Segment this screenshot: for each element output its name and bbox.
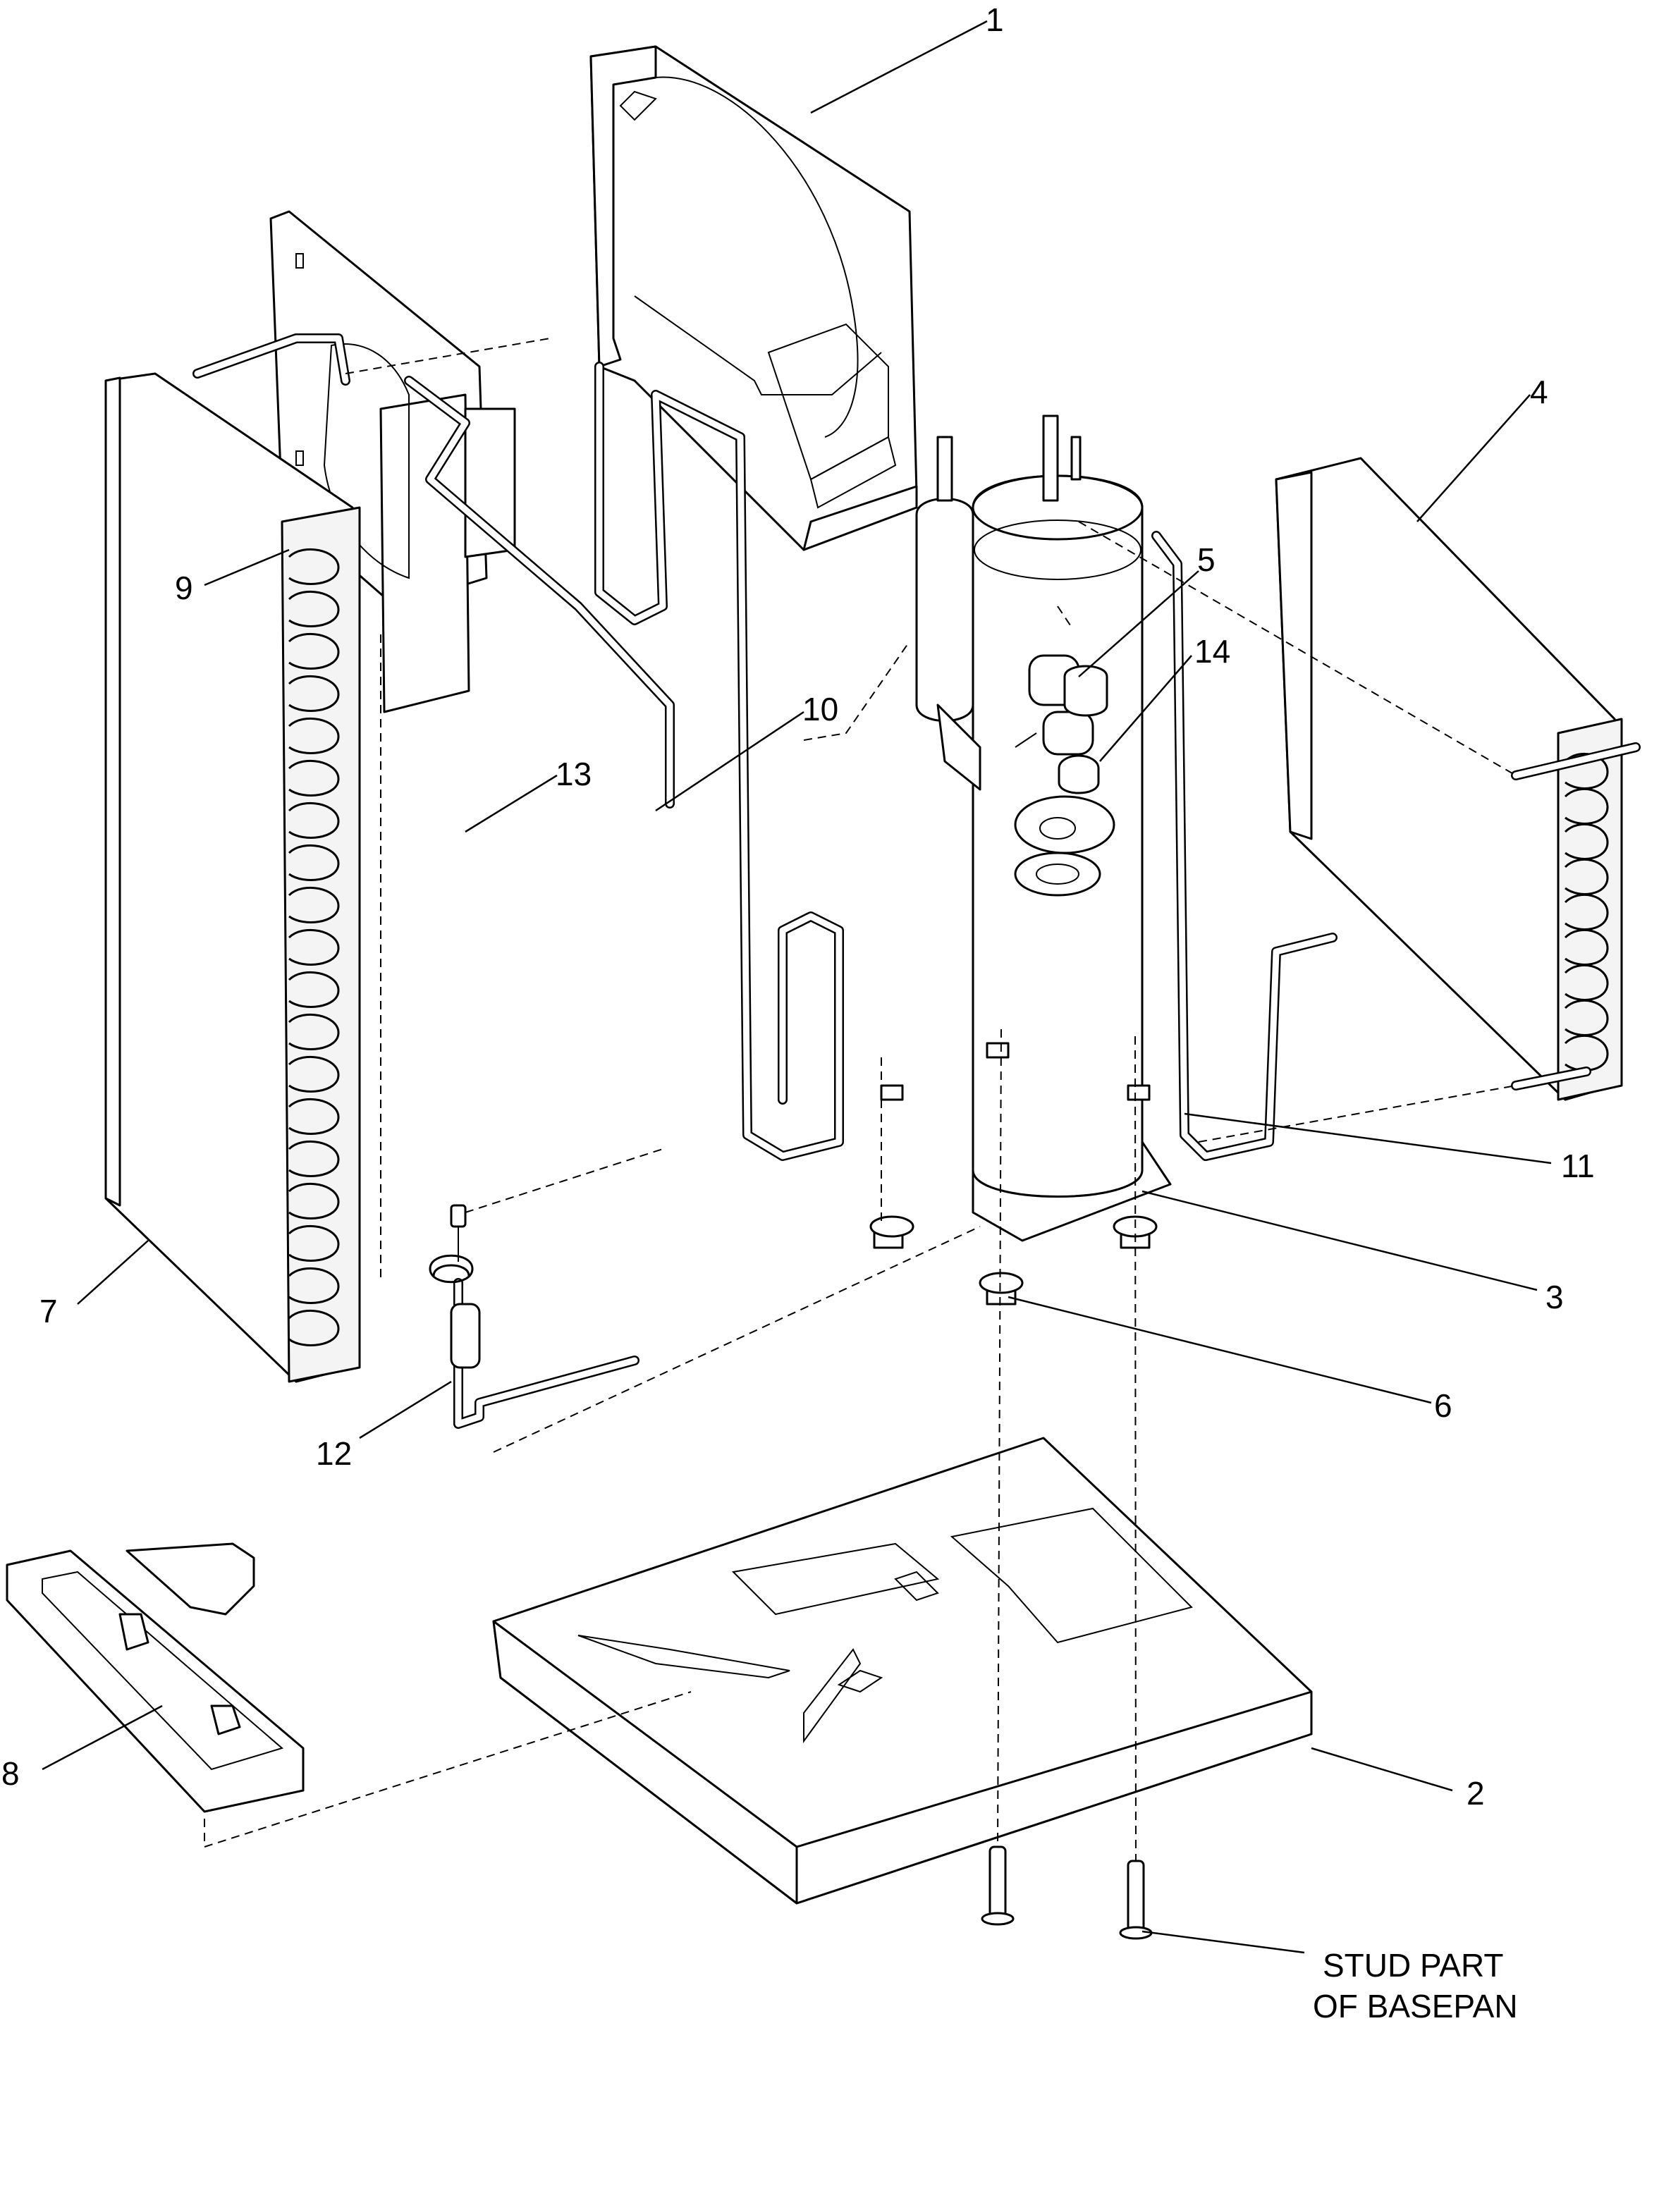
- part-10-discharge-tube: [594, 362, 844, 1161]
- callout-11: 11: [1561, 1148, 1595, 1184]
- callout-5: 5: [1197, 541, 1216, 578]
- part-12-capillary-tube: [429, 1204, 639, 1429]
- part-13-tube: [404, 376, 675, 809]
- callout-12: 12: [316, 1435, 352, 1472]
- condenser-coil-loops: [1564, 752, 1609, 1071]
- part-11-suction-tube: [1151, 531, 1337, 1161]
- stud-note: STUD PART OF BASEPAN: [1313, 1947, 1518, 2024]
- callout-1: 1: [986, 1, 1004, 38]
- callout-6: 6: [1434, 1387, 1452, 1424]
- callout-labels: 1 2 3 4 5 6 7 8 9 10 11 12 13 14: [1, 1, 1595, 1812]
- callout-9: 9: [175, 570, 193, 606]
- part-2-basepan: [492, 1437, 1313, 1905]
- part-8-drain-trough: [6, 1542, 305, 1813]
- basepan-studs: [981, 1845, 1153, 1940]
- alignment-lines: [204, 338, 1517, 1862]
- evaporator-coil-loops: [288, 548, 340, 1346]
- part-5-overload: [1015, 654, 1108, 756]
- part-7-evaporator-coil: [104, 333, 361, 1383]
- callout-8: 8: [1, 1755, 20, 1792]
- callout-3: 3: [1545, 1279, 1564, 1315]
- leader-lines: [42, 20, 1552, 1954]
- callout-14: 14: [1194, 633, 1230, 670]
- callout-2: 2: [1467, 1775, 1485, 1812]
- callout-10: 10: [802, 691, 838, 727]
- callout-4: 4: [1530, 374, 1548, 410]
- gasket-ring: [1014, 795, 1115, 897]
- part-1-blower-shroud: [589, 45, 918, 551]
- callout-7: 7: [39, 1293, 58, 1329]
- part-14-cap: [1058, 754, 1100, 794]
- callout-13: 13: [556, 756, 592, 792]
- stud-note-line-1: STUD PART: [1323, 1947, 1503, 1984]
- part-4-condenser-coil: [1275, 457, 1641, 1101]
- stud-note-line-2: OF BASEPAN: [1313, 1988, 1518, 2024]
